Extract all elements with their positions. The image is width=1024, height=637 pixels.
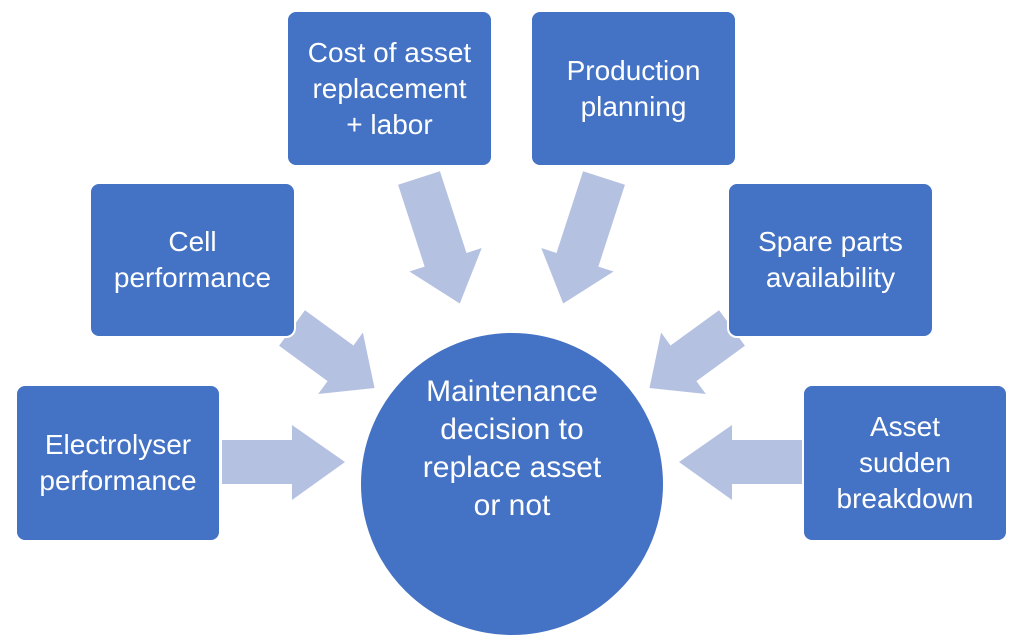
node-electrolyser-performance: Electrolyser performance [15,384,221,542]
arrows-layer [222,171,802,500]
center-node-maintenance-decision: Maintenance decision to replace asset or… [359,331,665,637]
node-label: Electrolyser performance [39,429,197,496]
arrow-spare-to-center [649,310,745,395]
node-cell-performance: Cell performance [89,182,296,338]
arrow-breakdown-to-center [679,425,802,500]
node-label: Production planning [566,54,701,122]
node-asset-sudden-breakdown: Asset sudden breakdown [802,384,1008,542]
node-label: Cell performance [113,226,272,293]
node-label: Spare parts availability [758,226,903,293]
node-production-planning: Production planning [530,10,737,167]
node-label: Cost of asset replacement + labor [307,36,472,140]
arrow-electrolyser-to-center [222,425,345,500]
arrow-cell-to-center [279,310,375,395]
arrow-production-to-center [541,171,625,304]
node-label: Asset sudden breakdown [836,411,974,514]
arrow-cost-to-center [398,171,482,304]
center-label: Maintenance decision to replace asset or… [422,375,602,522]
node-spare-parts-availability: Spare parts availability [727,182,934,338]
node-cost-of-asset-replacement: Cost of asset replacement + labor [286,10,493,167]
